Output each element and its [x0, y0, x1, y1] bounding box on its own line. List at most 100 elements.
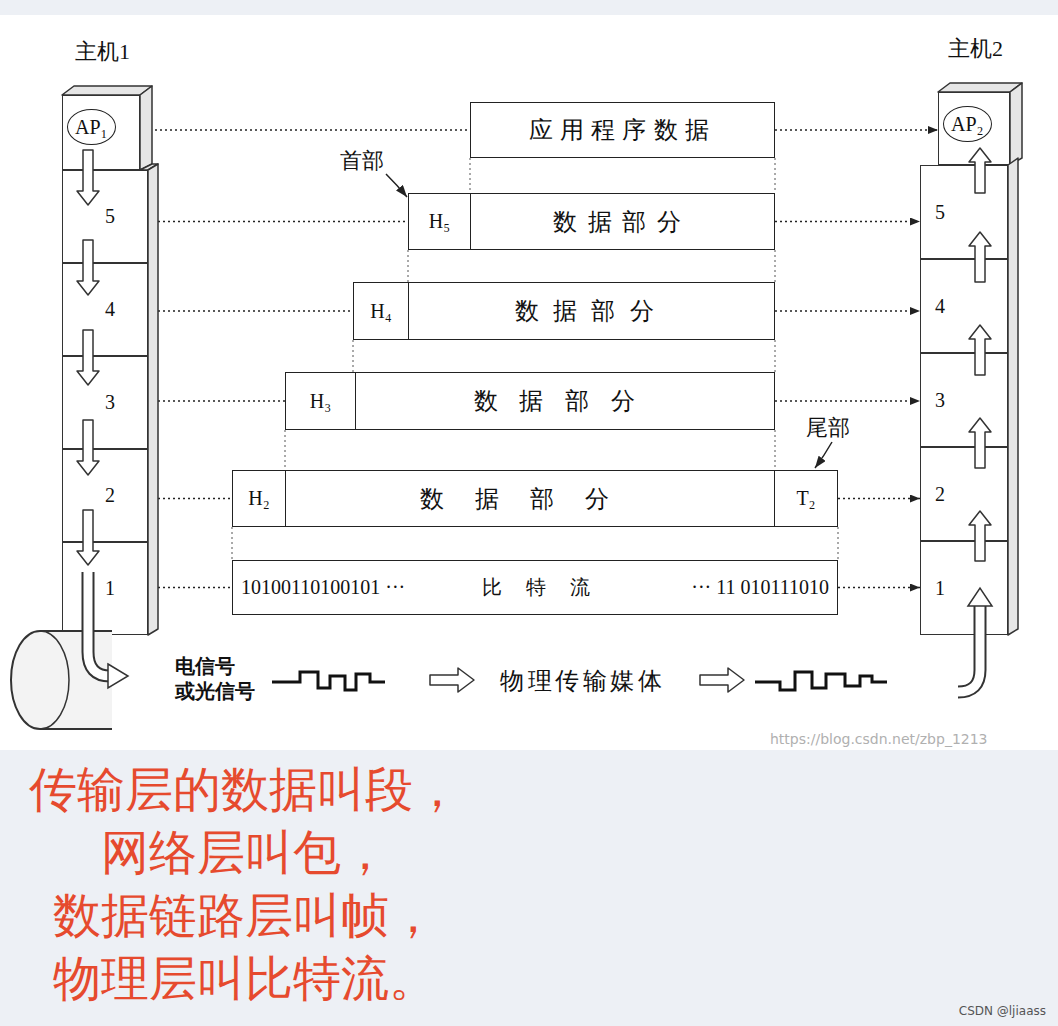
up-arrow	[969, 418, 991, 468]
data-label: 数据部分	[286, 471, 774, 526]
guide-line	[232, 527, 233, 560]
box-side-face	[1010, 83, 1022, 165]
layer-number: 4	[105, 298, 115, 321]
layer-number: 1	[935, 577, 945, 600]
layer-box: 1	[62, 542, 148, 635]
watermark: https://blog.csdn.net/zbp_1213	[770, 731, 988, 747]
layer-box: 4	[920, 259, 1008, 353]
guide-line	[470, 158, 471, 193]
medium-label: 电信号 或光信号	[175, 654, 275, 704]
layer-number: 5	[105, 205, 115, 228]
signal-wave	[755, 672, 887, 690]
box-top-face	[938, 83, 1022, 92]
layer-box: 2	[920, 447, 1008, 541]
cylinder-outline	[11, 631, 112, 729]
application-box: AP₁	[62, 95, 140, 170]
curved-arrow-head	[108, 664, 128, 688]
guide-lines	[232, 158, 838, 560]
up-arrow	[969, 148, 991, 193]
medium-label: 物理传输媒体	[500, 665, 666, 697]
data-unit: H₂数据部分T₂	[232, 470, 838, 527]
data-label: 数据部分	[356, 373, 774, 429]
flow-arrows	[77, 148, 991, 692]
dotted-arrow	[775, 221, 920, 222]
guide-line	[353, 340, 354, 372]
header-label: H₃	[286, 373, 356, 429]
layer-number: 1	[105, 577, 115, 600]
protocol-stack: 主机2AP₂54321	[918, 80, 1022, 638]
transmission-medium: 电信号 或光信号 物理传输媒体	[10, 630, 1058, 730]
guide-line	[408, 250, 409, 282]
callout-label: 首部	[340, 146, 384, 176]
dotted-arrow	[838, 587, 920, 588]
data-unit: 应用程序数据	[470, 102, 775, 158]
dotted-line	[148, 587, 232, 588]
right-arrow	[700, 668, 744, 692]
up-arrow	[969, 511, 991, 561]
signal-waves	[272, 672, 887, 690]
down-arrow	[77, 240, 99, 295]
right-arrow	[430, 668, 474, 692]
cylinder-fill	[11, 631, 112, 729]
layer-box: 5	[62, 170, 148, 263]
cylinder-end	[40, 631, 69, 729]
down-arrow	[77, 330, 99, 385]
caption-text: 传输层的数据叫段， 网络层叫包， 数据链路层叫帧， 物理层叫比特流。	[0, 758, 490, 1010]
callout-label: 尾部	[806, 413, 850, 443]
curved-arrow-outline	[88, 572, 110, 676]
header-label: H₂	[233, 471, 286, 526]
header-label: H₅	[409, 194, 471, 249]
data-unit: H₅数据部分	[408, 193, 775, 250]
curved-arrow-head	[968, 588, 992, 606]
data-unit: H₄数据部分	[353, 282, 775, 340]
guide-line	[838, 527, 839, 560]
box-top-face	[62, 86, 152, 95]
signal-wave	[272, 672, 385, 690]
curved-arrow-body	[88, 572, 110, 676]
curved-arrow-body	[958, 604, 980, 692]
application-box: AP₂	[938, 92, 1010, 165]
data-label: 数据部分	[471, 194, 774, 249]
dotted-line	[148, 498, 232, 499]
layer-number: 4	[935, 295, 945, 318]
layer-box: 4	[62, 263, 148, 356]
up-arrow	[969, 232, 991, 282]
protocol-stack: 主机1AP₁54321	[60, 83, 162, 638]
layer-box: 3	[62, 356, 148, 449]
box-top-face	[140, 164, 158, 170]
process-label: AP₂	[943, 106, 992, 142]
data-label: 数据部分	[409, 283, 774, 339]
box-side-face	[140, 86, 152, 170]
dotted-line	[148, 400, 285, 401]
dotted-arrow	[775, 129, 938, 130]
leader-line	[386, 174, 407, 197]
guide-line	[775, 340, 776, 372]
dotted-arrow	[775, 400, 920, 401]
dotted-line	[140, 129, 470, 130]
bit-label: 10100110100101 ···	[241, 576, 405, 599]
host-label: 主机1	[75, 37, 130, 67]
guide-line	[285, 430, 286, 470]
box-3d-faces	[62, 83, 1022, 635]
up-arrow	[969, 325, 991, 375]
layer-box: 1	[920, 541, 1008, 635]
bit-label: ··· 11 010111010	[691, 576, 829, 599]
host-label: 主机2	[948, 34, 1003, 64]
dotted-line	[148, 310, 353, 311]
guide-line	[775, 158, 776, 193]
layer-number: 2	[105, 484, 115, 507]
down-arrow	[77, 510, 99, 565]
down-arrow	[77, 150, 99, 205]
box-side-face	[148, 164, 158, 635]
layer-number: 3	[105, 391, 115, 414]
curved-arrows	[88, 572, 992, 692]
box-side-face	[1008, 158, 1018, 635]
dotted-line	[148, 221, 408, 222]
layer-number: 2	[935, 483, 945, 506]
leader-line	[815, 442, 832, 468]
bit-stream: 10100110100101 ···比特流··· 11 010111010	[232, 560, 838, 615]
layer-number: 5	[935, 201, 945, 224]
curved-arrow-outline	[958, 604, 980, 692]
data-unit: H₃数据部分	[285, 372, 775, 430]
data-label: 应用程序数据	[479, 114, 766, 146]
